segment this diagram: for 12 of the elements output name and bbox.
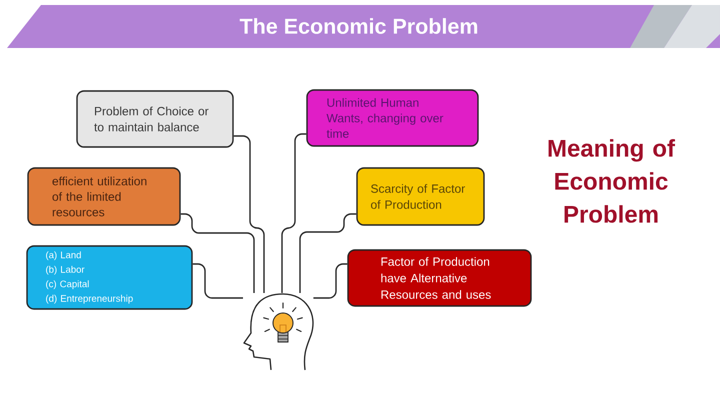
text-box: Problem of Choice or to maintain balance (76, 90, 234, 148)
title: The Economic Problem (240, 18, 478, 34)
head-lightbulb-picture (243, 293, 314, 371)
text-box: Scarcity of Factor of Production (356, 167, 485, 226)
connector-line (234, 135, 265, 293)
text-box: Factor of Production have Alternative Resources and uses (347, 249, 532, 307)
connector-line (299, 213, 356, 293)
text-box: efficient utilization of the limited resources (27, 167, 181, 226)
connector-line (180, 213, 255, 293)
text-box: Unlimited Human Wants, changing over time (306, 89, 479, 147)
text-box: (a) Land (b) Labor (c) Capital (d) Entrepreneurship (26, 245, 193, 310)
side-heading: Meaning of Economic Problem (548, 139, 676, 223)
